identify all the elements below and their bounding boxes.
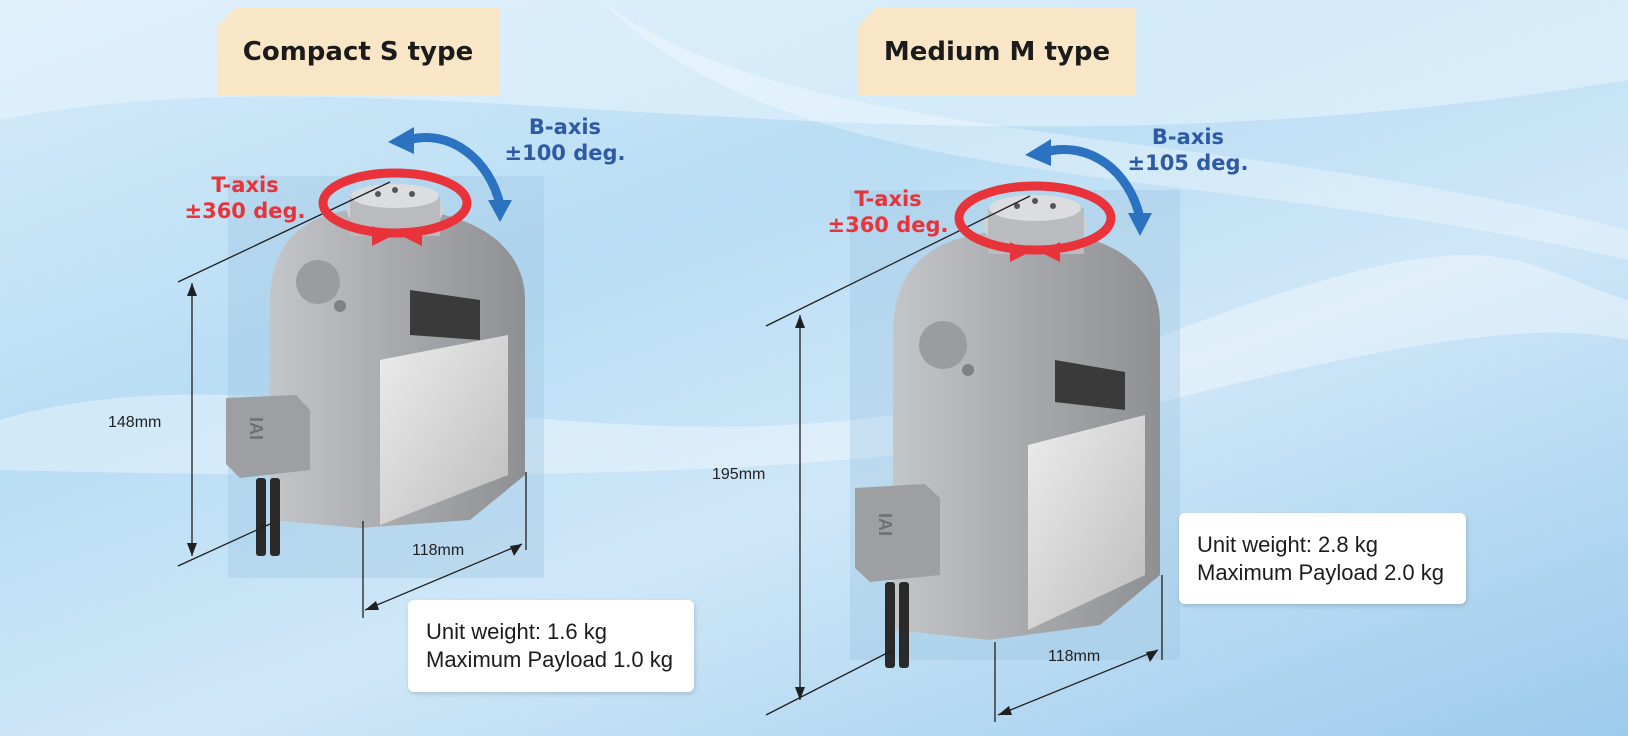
t-axis-s-label: T-axis ±360 deg. (180, 172, 310, 224)
title-m-type: Medium M type (883, 37, 1111, 67)
b-axis-s-range: ±100 deg. (504, 141, 626, 165)
max-payload-s: Maximum Payload 1.0 kg (426, 647, 673, 672)
b-axis-s-label: B-axis ±100 deg. (500, 114, 630, 166)
b-axis-m-arrow (1025, 139, 1152, 236)
t-axis-s-arrow (318, 168, 472, 246)
unit-weight-m: Unit weight: 2.8 kg (1197, 532, 1378, 557)
height-m-label: 195mm (712, 466, 766, 483)
title-tab-s-type: Compact S type (217, 8, 499, 96)
b-axis-s-arrow (388, 127, 512, 222)
width-m-label: 118mm (1048, 648, 1101, 665)
b-axis-m-range: ±105 deg. (1127, 151, 1249, 175)
b-axis-m-name: B-axis (1151, 125, 1225, 149)
iai-logo-m: IAI (875, 512, 896, 537)
title-tab-m-type: Medium M type (858, 8, 1136, 96)
t-axis-m-arrow (954, 181, 1116, 262)
unit-weight-s: Unit weight: 1.6 kg (426, 619, 607, 644)
actuator-s-connector-box (226, 395, 310, 478)
iai-logo-s: IAI (246, 416, 267, 441)
t-axis-m-range: ±360 deg. (827, 213, 949, 237)
t-axis-m-label: T-axis ±360 deg. (818, 186, 958, 238)
b-axis-s-name: B-axis (528, 115, 602, 139)
actuator-m-side-panel (1028, 415, 1145, 630)
height-s-label: 148mm (108, 414, 162, 431)
t-axis-m-name: T-axis (854, 187, 922, 211)
title-s-type: Compact S type (242, 37, 474, 67)
t-axis-s-name: T-axis (211, 173, 279, 197)
b-axis-m-label: B-axis ±105 deg. (1118, 124, 1258, 176)
max-payload-m: Maximum Payload 2.0 kg (1197, 560, 1444, 585)
spec-box-s-type: Unit weight: 1.6 kg Maximum Payload 1.0 … (408, 600, 694, 692)
actuator-s-side-panel (380, 335, 508, 525)
spec-box-m-type: Unit weight: 2.8 kg Maximum Payload 2.0 … (1179, 513, 1466, 604)
t-axis-s-range: ±360 deg. (184, 199, 306, 223)
actuator-m-connector-box (855, 484, 940, 582)
width-s-label: 118mm (412, 542, 465, 559)
